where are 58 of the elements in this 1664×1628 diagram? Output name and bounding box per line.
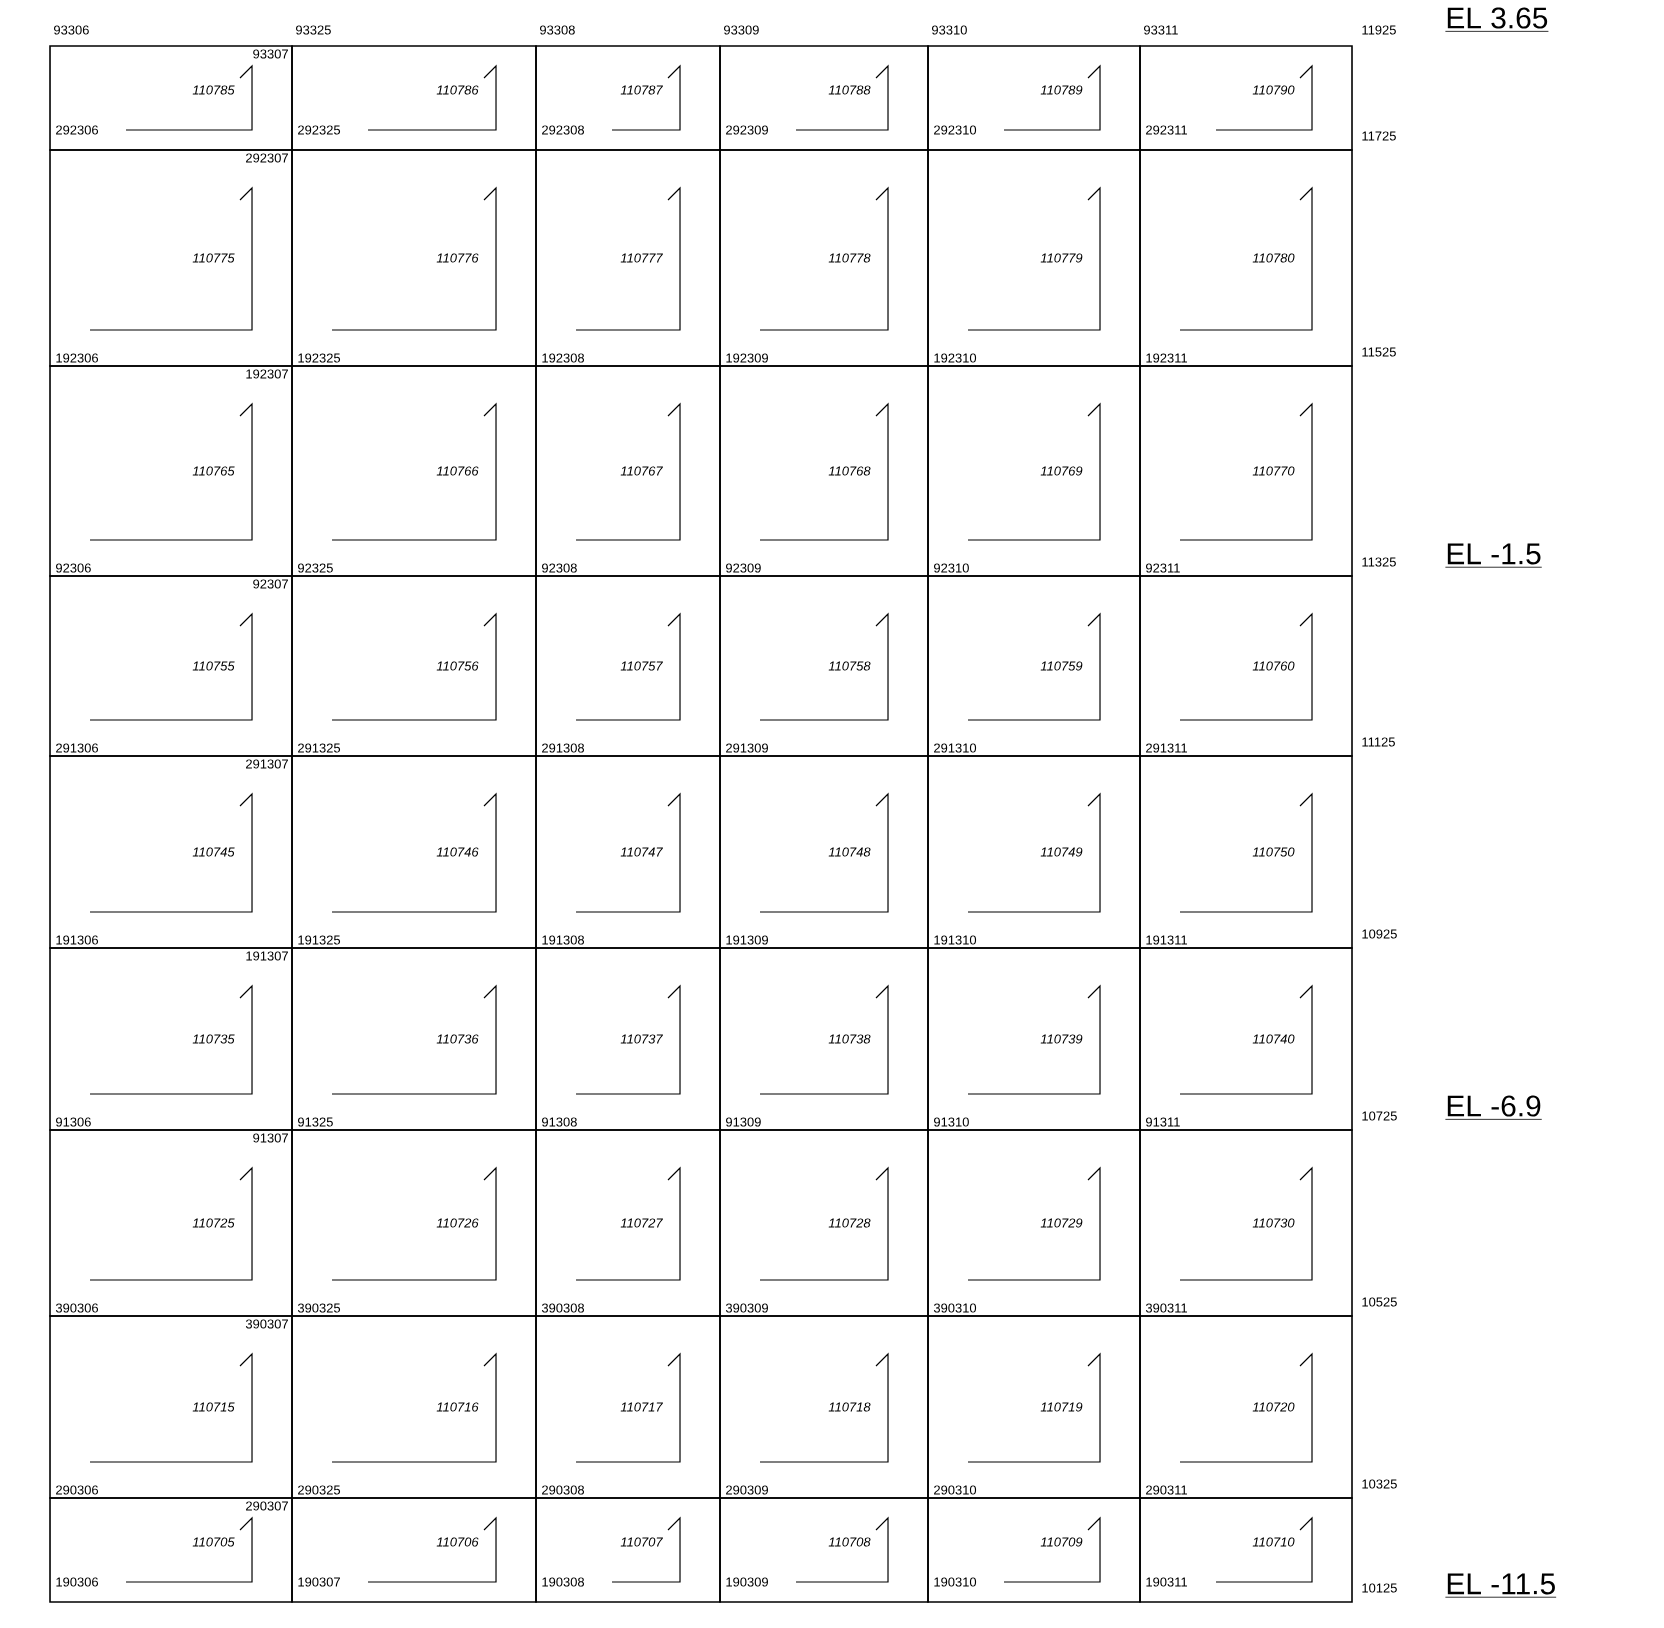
mesh-cell xyxy=(1139,755,1353,949)
mesh-cell xyxy=(1139,1129,1353,1317)
elevation-label: EL -1.5 xyxy=(1445,543,1543,568)
mesh-cell xyxy=(291,45,537,151)
mesh-cell xyxy=(49,947,293,1131)
mesh-cell xyxy=(927,149,1141,367)
mesh-cell xyxy=(535,365,721,577)
elevation-label: EL -11.5 xyxy=(1445,1573,1557,1598)
mesh-cell xyxy=(1139,947,1353,1131)
mesh-cell xyxy=(719,365,929,577)
mesh-cell xyxy=(927,1497,1141,1603)
mesh-cell xyxy=(719,575,929,757)
mesh-cell xyxy=(535,575,721,757)
mesh-cell xyxy=(49,45,293,151)
mesh-cell xyxy=(927,1129,1141,1317)
mesh-cell xyxy=(719,947,929,1131)
mesh-cell xyxy=(1139,1497,1353,1603)
mesh-cell xyxy=(535,149,721,367)
mesh-cell xyxy=(719,45,929,151)
mesh-cell xyxy=(927,365,1141,577)
mesh-cell xyxy=(1139,575,1353,757)
mesh-cell xyxy=(1139,365,1353,577)
mesh-cell xyxy=(719,1129,929,1317)
elevation-label: EL 3.65 xyxy=(1445,7,1549,32)
mesh-cell xyxy=(1139,1315,1353,1499)
mesh-cell xyxy=(927,575,1141,757)
mesh-cell xyxy=(49,1497,293,1603)
elevation-label: EL -6.9 xyxy=(1445,1095,1543,1120)
mesh-cell xyxy=(535,1315,721,1499)
mesh-cell xyxy=(719,1497,929,1603)
mesh-cell xyxy=(291,1129,537,1317)
mesh-cell xyxy=(927,1315,1141,1499)
mesh-cell xyxy=(927,947,1141,1131)
mesh-cell xyxy=(49,149,293,367)
mesh-cell xyxy=(49,1315,293,1499)
mesh-cell xyxy=(291,149,537,367)
mesh-cell xyxy=(535,1129,721,1317)
mesh-cell xyxy=(719,755,929,949)
mesh-cell xyxy=(291,1315,537,1499)
mesh-cell xyxy=(535,947,721,1131)
mesh-cell xyxy=(291,1497,537,1603)
mesh-cell xyxy=(1139,149,1353,367)
mesh-cell xyxy=(291,755,537,949)
mesh-cell xyxy=(927,755,1141,949)
mesh-cell xyxy=(719,1315,929,1499)
mesh-cell xyxy=(291,947,537,1131)
mesh-cell xyxy=(535,755,721,949)
mesh-cell xyxy=(291,575,537,757)
mesh-cell xyxy=(535,1497,721,1603)
mesh-cell xyxy=(719,149,929,367)
mesh-cell xyxy=(291,365,537,577)
mesh-cell xyxy=(927,45,1141,151)
mesh-cell xyxy=(49,755,293,949)
mesh-cell xyxy=(1139,45,1353,151)
mesh-cell xyxy=(535,45,721,151)
mesh-cell xyxy=(49,365,293,577)
mesh-cell xyxy=(49,575,293,757)
mesh-cell xyxy=(49,1129,293,1317)
